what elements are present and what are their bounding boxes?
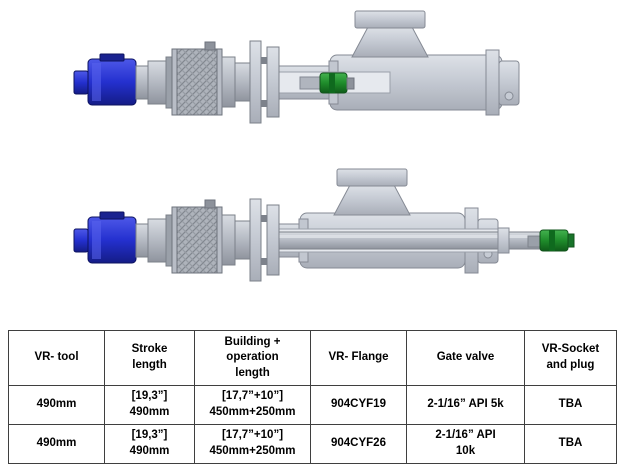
cell-vr-tool: 490mm [8, 385, 105, 425]
blue-connector [73, 53, 137, 106]
header-gate-valve: Gate valve [406, 330, 525, 386]
header-vr-socket-and-plug: VR-Socket and plug [524, 330, 617, 386]
cell-building-operation-length: [17,7”+10”] 450mm+250mm [194, 385, 311, 425]
valve-end-port [504, 91, 514, 101]
spec-table: VR- tool Stroke length Building + operat… [8, 330, 617, 464]
cell-gate-valve: 2-1/16” API 10k [406, 424, 525, 464]
cell-stroke-length: [19,3”] 490mm [104, 424, 195, 464]
valve-end-cap [498, 60, 520, 106]
assembly-diagram-area [73, 10, 575, 282]
table-row: 490mm [19,3”] 490mm [17,7”+10”] 450mm+25… [8, 424, 617, 464]
stepped-cylinders [221, 56, 251, 108]
vr-tool-string-extended [73, 198, 280, 282]
header-building-operation-length: Building + operation length [194, 330, 311, 386]
header-stroke-length: Stroke length [104, 330, 195, 386]
valve-top-flange [354, 10, 426, 29]
cell-building-operation-length: [17,7”+10”] 450mm+250mm [194, 424, 311, 464]
vr-tool-extended-assembly [73, 168, 575, 282]
cell-vr-flange: 904CYF26 [310, 424, 407, 464]
vr-tool-retracted-assembly [73, 10, 520, 124]
vr-flange-discs [249, 40, 280, 124]
knurled-tool-body [171, 41, 223, 116]
cell-vr-tool: 490mm [8, 424, 105, 464]
valve-right-flange [485, 49, 500, 116]
table-header-row: VR- tool Stroke length Building + operat… [8, 330, 617, 386]
valve-top-flange [336, 168, 408, 187]
header-vr-tool: VR- tool [8, 330, 105, 386]
valve-bonnet-neck [351, 26, 429, 58]
vr-socket-plug-extended [527, 229, 575, 252]
cell-vr-socket-and-plug: TBA [524, 385, 617, 425]
gate-valve-body-extended [271, 168, 499, 274]
cell-vr-flange: 904CYF19 [310, 385, 407, 425]
vr-socket-plug-retracted [299, 72, 355, 94]
vr-tool-string [73, 40, 280, 124]
extended-operating-rod [277, 227, 541, 254]
table-row: 490mm [19,3”] 490mm [17,7”+10”] 450mm+25… [8, 385, 617, 425]
cell-vr-socket-and-plug: TBA [524, 424, 617, 464]
assembly-diagrams [73, 10, 575, 282]
header-vr-flange: VR- Flange [310, 330, 407, 386]
valve-bonnet-neck [333, 184, 411, 216]
cell-stroke-length: [19,3”] 490mm [104, 385, 195, 425]
gate-valve-body [275, 10, 520, 116]
cell-gate-valve: 2-1/16” API 5k [406, 385, 525, 425]
adapter-cylinders [135, 56, 173, 109]
spec-table-area: VR- tool Stroke length Building + operat… [8, 330, 617, 464]
